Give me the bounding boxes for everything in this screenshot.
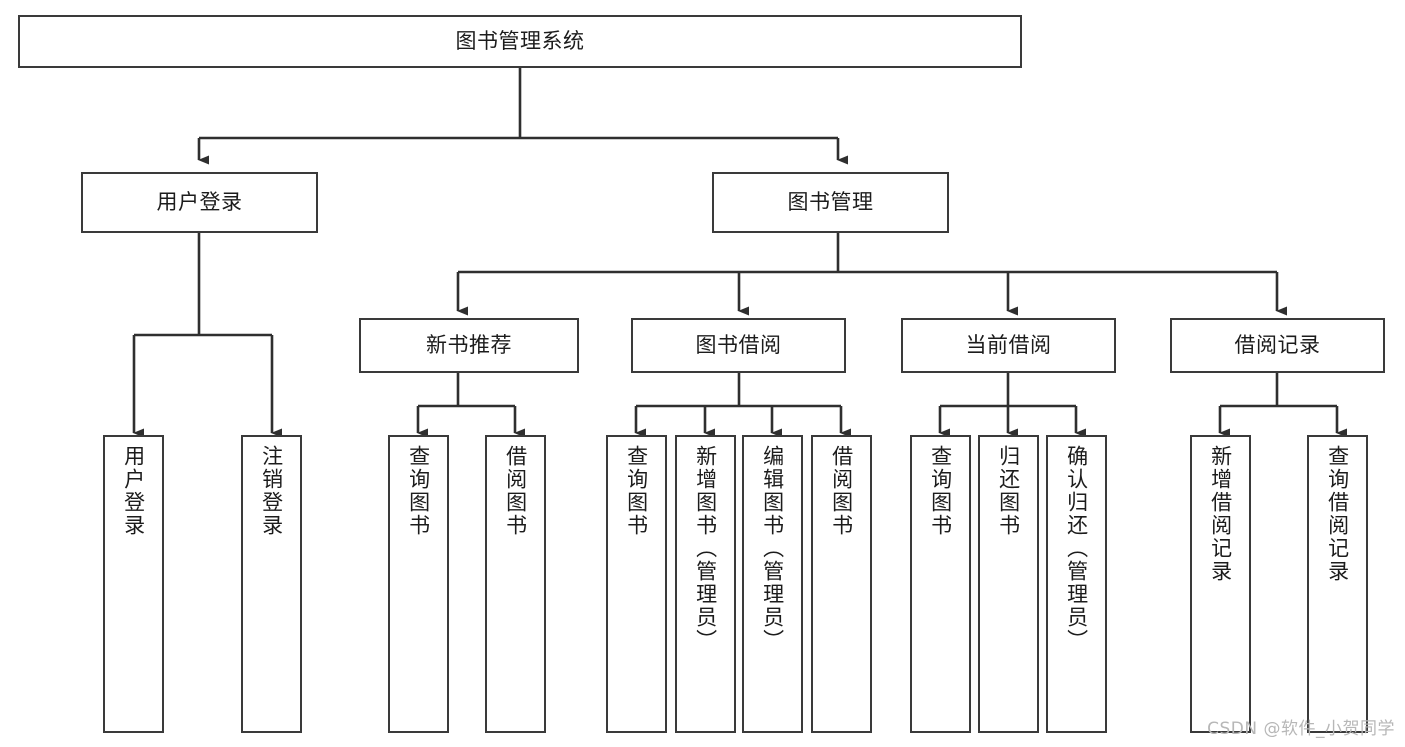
node-label: 注销登录	[259, 445, 284, 537]
node-label: 用户登录	[121, 445, 146, 537]
node-leaf-return-book[interactable]: 归还图书	[978, 435, 1039, 733]
node-book-borrow[interactable]: 图书借阅	[631, 318, 846, 373]
node-leaf-add-book[interactable]: 新增图书（管理员）	[675, 435, 736, 733]
node-new-book-recommend[interactable]: 新书推荐	[359, 318, 579, 373]
node-label: 归还图书	[996, 445, 1021, 537]
node-label: 新书推荐	[426, 333, 512, 358]
node-leaf-query-record[interactable]: 查询借阅记录	[1307, 435, 1368, 733]
node-root-system[interactable]: 图书管理系统	[18, 15, 1022, 68]
node-leaf-borrow-book-1[interactable]: 借阅图书	[485, 435, 546, 733]
node-label: 确认归还（管理员）	[1064, 445, 1089, 652]
node-user-login[interactable]: 用户登录	[81, 172, 318, 233]
node-leaf-query-book-1[interactable]: 查询图书	[388, 435, 449, 733]
node-leaf-query-book-3[interactable]: 查询图书	[910, 435, 971, 733]
node-label: 查询图书	[624, 445, 649, 537]
node-label: 用户登录	[156, 190, 243, 215]
node-label: 当前借阅	[965, 333, 1052, 358]
node-leaf-add-record[interactable]: 新增借阅记录	[1190, 435, 1251, 733]
node-borrow-record[interactable]: 借阅记录	[1170, 318, 1385, 373]
node-label: 图书借阅	[695, 333, 782, 358]
node-label: 图书管理	[787, 190, 874, 215]
node-current-borrow[interactable]: 当前借阅	[901, 318, 1116, 373]
node-label: 查询借阅记录	[1325, 445, 1350, 583]
node-label: 查询图书	[406, 445, 431, 537]
node-label: 借阅记录	[1234, 333, 1321, 358]
node-leaf-confirm-return[interactable]: 确认归还（管理员）	[1046, 435, 1107, 733]
node-label: 编辑图书（管理员）	[760, 445, 785, 652]
node-leaf-edit-book[interactable]: 编辑图书（管理员）	[742, 435, 803, 733]
node-label: 新增图书（管理员）	[693, 445, 718, 652]
node-label: 图书管理系统	[455, 29, 585, 54]
node-leaf-borrow-book-2[interactable]: 借阅图书	[811, 435, 872, 733]
node-leaf-query-book-2[interactable]: 查询图书	[606, 435, 667, 733]
node-label: 新增借阅记录	[1208, 445, 1233, 583]
node-book-management[interactable]: 图书管理	[712, 172, 949, 233]
node-leaf-logout[interactable]: 注销登录	[241, 435, 302, 733]
node-label: 查询图书	[928, 445, 953, 537]
node-label: 借阅图书	[829, 445, 854, 537]
node-label: 借阅图书	[503, 445, 528, 537]
node-leaf-user-login[interactable]: 用户登录	[103, 435, 164, 733]
